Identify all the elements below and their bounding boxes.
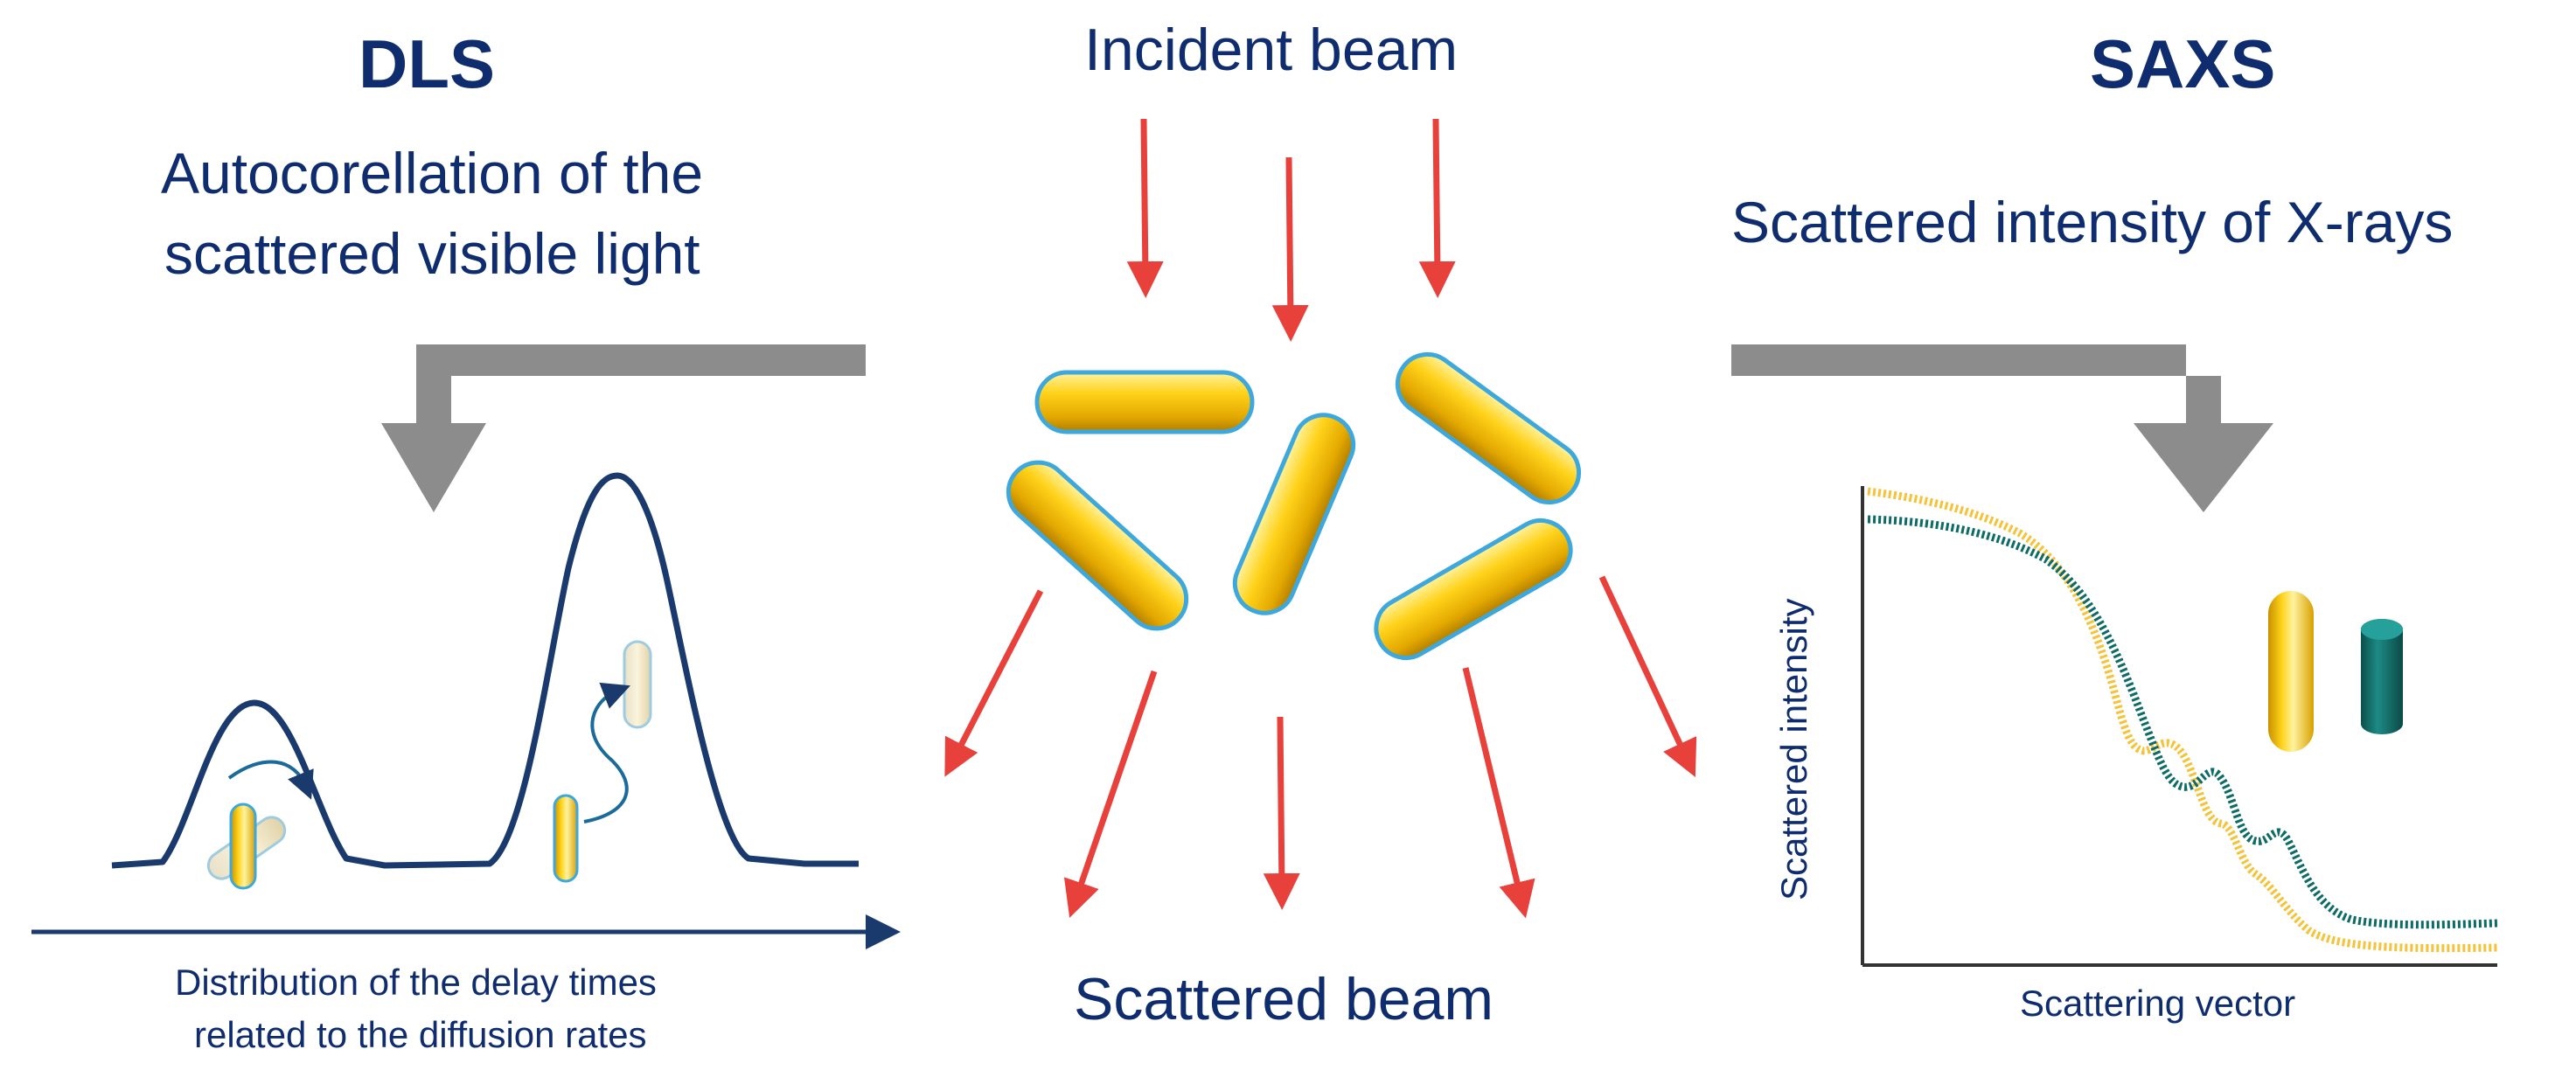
incident-arrows — [1126, 118, 1456, 342]
nanorod-3 — [1232, 413, 1356, 615]
dls-axis-label-line1: Distribution of the delay times — [175, 962, 657, 1003]
dls-faded-rod-2 — [623, 640, 652, 729]
nanorod-5 — [1374, 518, 1573, 660]
dls-axis-label-line2: related to the diffusion rates — [194, 1014, 647, 1055]
saxs-teal-cylinder — [2361, 619, 2403, 734]
dls-small-rod — [229, 803, 257, 890]
saxs-x-axis-label: Scattering vector — [2020, 983, 2296, 1024]
dls-translation-arrow — [583, 682, 630, 823]
saxs-teal-cylinder-top — [2361, 619, 2403, 640]
dls-distribution-curve — [111, 472, 859, 869]
saxs-gold-curve — [1867, 487, 2498, 953]
nanorod-4 — [1395, 351, 1582, 505]
saxs-gray-arrow — [1731, 344, 2273, 512]
dls-title: DLS — [359, 25, 495, 102]
incident-beam-label: Incident beam — [1084, 17, 1459, 83]
dls-rotation-arrow — [227, 760, 314, 800]
scattered-arrows — [944, 575, 1697, 919]
scattered-beam-label: Scattered beam — [1074, 966, 1494, 1032]
saxs-y-axis-label: Scattered intensity — [1773, 598, 1814, 900]
dls-plot — [31, 472, 901, 949]
saxs-subtitle: Scattered intensity of X-rays — [1731, 190, 2454, 254]
nanorods — [1006, 351, 1582, 660]
nanorod-2 — [1006, 460, 1189, 631]
saxs-plot — [1861, 486, 2498, 967]
saxs-title: SAXS — [2090, 25, 2276, 102]
nanorod-1 — [1034, 370, 1255, 434]
dls-rod-right — [553, 794, 579, 883]
dls-subtitle-line1: Autocorellation of the — [161, 141, 704, 205]
saxs-gold-rod — [2268, 591, 2314, 752]
dls-subtitle-line2: scattered visible light — [164, 221, 700, 286]
dls-gray-arrow — [381, 344, 866, 512]
